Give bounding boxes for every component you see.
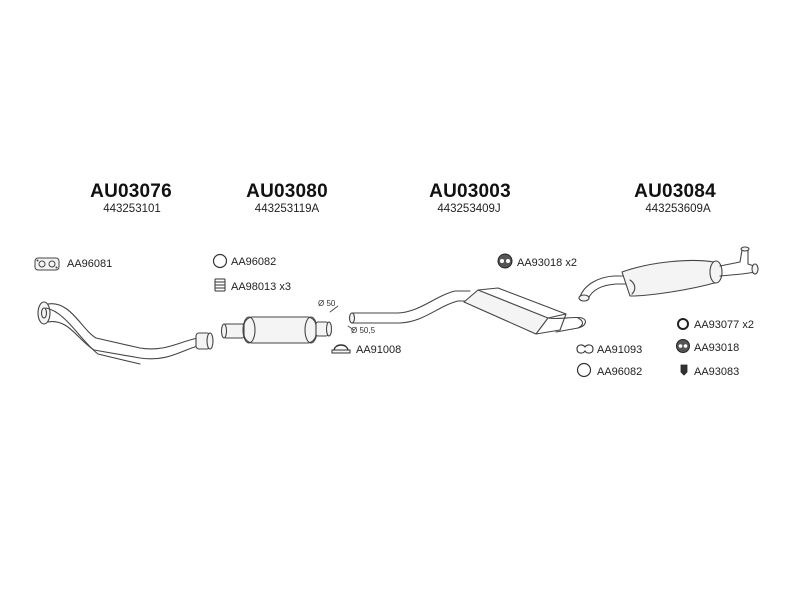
rubber-mount-icon	[497, 253, 513, 269]
rubber-mount-icon-rear	[676, 339, 690, 353]
diameter-label-50-5: Ø 50,5	[351, 326, 376, 335]
diameter-leader-50	[329, 305, 339, 313]
pipe-clamp-icon	[331, 344, 351, 354]
diameter-leader-50-5	[347, 325, 355, 331]
oem-number-front-silencer: 443253119A	[254, 203, 320, 215]
bump-stop-icon	[680, 364, 688, 376]
small-ring-icon	[677, 318, 689, 330]
part-label-aa91093: AA91093	[597, 344, 643, 356]
seal-ring-icon	[212, 253, 228, 269]
front-pipe	[37, 301, 214, 365]
assembly-code-front-silencer: AU03080	[246, 181, 328, 202]
flange-gasket-icon	[34, 257, 60, 271]
assembly-code-rear-silencer: AU03084	[634, 181, 716, 202]
front-silencer	[220, 316, 333, 344]
part-label-aa93018: AA93018	[694, 342, 740, 354]
hanger-icon	[576, 344, 594, 354]
seal-ring-icon-rear	[576, 362, 592, 378]
oem-number-middle-silencer: 443253409J	[437, 203, 501, 215]
part-label-aa91008: AA91008	[356, 344, 402, 356]
middle-silencer	[348, 287, 587, 335]
oem-number-rear-silencer: 443253609A	[645, 203, 711, 215]
part-label-aa93077-x2: AA93077 x2	[694, 319, 754, 331]
part-label-aa93083: AA93083	[694, 366, 740, 378]
part-label-aa96082-rear: AA96082	[597, 366, 643, 378]
assembly-code-middle-silencer: AU03003	[429, 181, 511, 202]
part-label-aa93018-x2: AA93018 x2	[517, 257, 577, 269]
part-label-aa96081: AA96081	[67, 258, 113, 270]
rear-silencer	[578, 246, 759, 302]
spring-icon	[214, 278, 226, 292]
assembly-code-front-pipe: AU03076	[90, 181, 172, 202]
diameter-label-50: Ø 50	[318, 299, 336, 308]
part-label-aa98013: AA98013 x3	[231, 281, 291, 293]
part-label-aa96082-front: AA96082	[231, 256, 277, 268]
oem-number-front-pipe: 443253101	[103, 203, 161, 215]
